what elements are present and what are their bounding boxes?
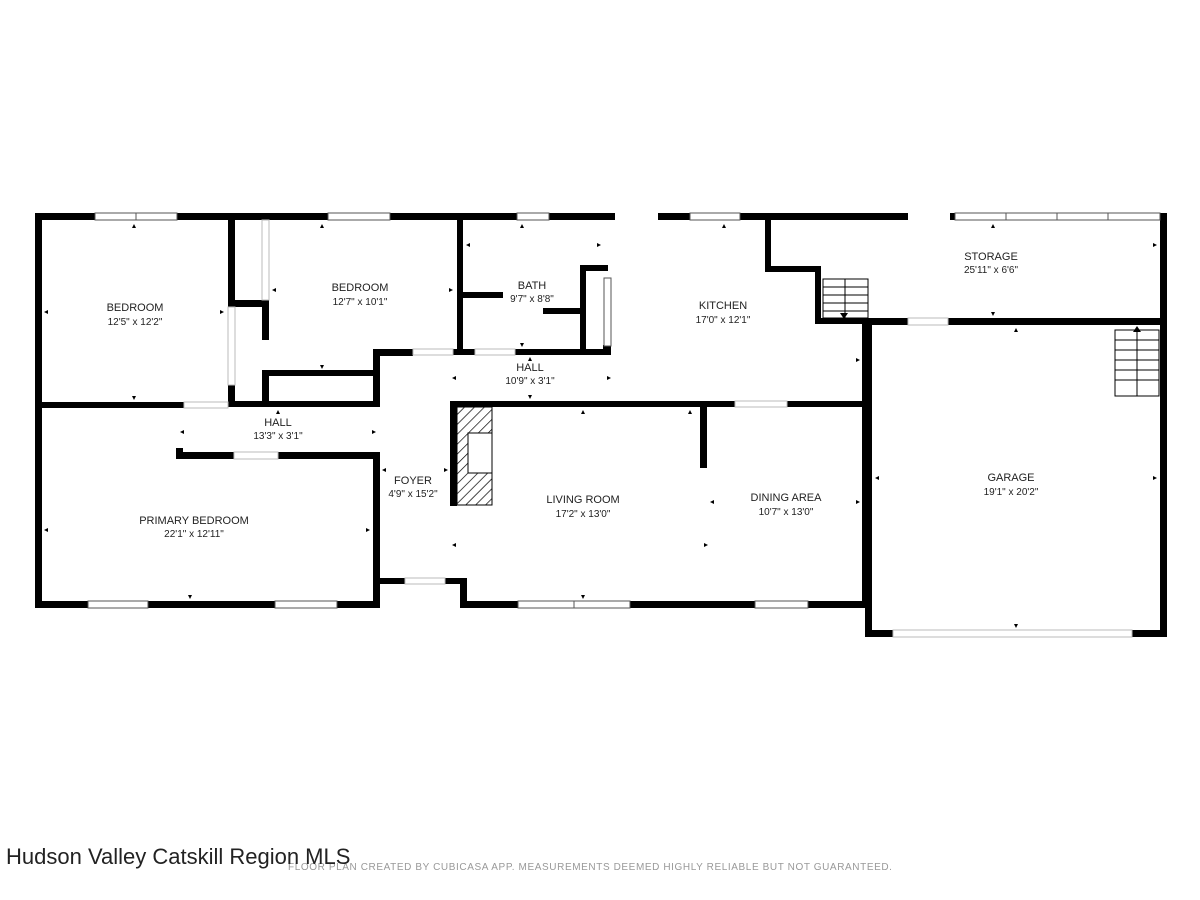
room-name: DINING AREA: [751, 492, 823, 504]
room-name: LIVING ROOM: [546, 494, 619, 506]
windows: [87, 212, 1161, 609]
room-dimensions: 25'11" x 6'6": [964, 265, 1019, 276]
room-dimensions: 22'1" x 12'11": [164, 529, 224, 540]
room-name: HALL: [264, 417, 292, 429]
room-label-dining-area: DINING AREA 10'7" x 13'0": [751, 492, 823, 518]
room-dimensions: 4'9" x 15'2": [388, 489, 438, 500]
door-openings: [183, 219, 1133, 638]
disclaimer-text: FLOOR PLAN CREATED BY CUBICASA APP. MEAS…: [288, 862, 893, 873]
room-name: HALL: [516, 362, 544, 374]
room-dimensions: 17'0" x 12'1": [696, 315, 751, 326]
walls: [35, 213, 1167, 637]
room-label-living-room: LIVING ROOM 17'2" x 13'0": [546, 494, 619, 520]
room-name: STORAGE: [964, 251, 1018, 263]
room-label-bath: BATH 9'7" x 8'8": [510, 280, 554, 305]
room-name: PRIMARY BEDROOM: [139, 515, 249, 527]
room-dimensions: 13'3" x 3'1": [253, 431, 303, 442]
arrow-up-icon: [1133, 326, 1141, 332]
room-label-storage: STORAGE 25'11" x 6'6": [964, 251, 1019, 276]
room-dimensions: 17'2" x 13'0": [556, 509, 611, 520]
arrow-down-icon: [840, 313, 848, 319]
room-name: GARAGE: [987, 472, 1034, 484]
room-label-hall-upper: HALL 10'9" x 3'1": [505, 362, 555, 387]
fireplace-icon: [456, 406, 493, 506]
room-dimensions: 10'9" x 3'1": [505, 376, 555, 387]
room-dimensions: 19'1" x 20'2": [984, 487, 1039, 498]
room-dimensions: 12'5" x 12'2": [108, 317, 163, 328]
room-label-kitchen: KITCHEN 17'0" x 12'1": [696, 300, 751, 326]
room-name: BATH: [518, 280, 547, 292]
room-name: BEDROOM: [332, 282, 389, 294]
room-label-bedroom-1: BEDROOM 12'5" x 12'2": [107, 302, 164, 328]
room-name: FOYER: [394, 475, 432, 487]
room-name: KITCHEN: [699, 300, 747, 312]
room-dimensions: 9'7" x 8'8": [510, 294, 554, 305]
room-label-foyer: FOYER 4'9" x 15'2": [388, 475, 438, 500]
dimension-markers: [44, 224, 1157, 628]
room-label-bedroom-2: BEDROOM 12'7" x 10'1": [332, 282, 389, 308]
stairs-icon: [822, 278, 1160, 397]
room-label-primary-bedroom: PRIMARY BEDROOM 22'1" x 12'11": [139, 515, 249, 540]
room-label-garage: GARAGE 19'1" x 20'2": [984, 472, 1039, 498]
room-name: BEDROOM: [107, 302, 164, 314]
room-dimensions: 10'7" x 13'0": [759, 507, 814, 518]
room-dimensions: 12'7" x 10'1": [333, 297, 388, 308]
mls-watermark: Hudson Valley Catskill Region MLS: [6, 844, 351, 869]
room-label-hall-lower: HALL 13'3" x 3'1": [253, 417, 303, 442]
